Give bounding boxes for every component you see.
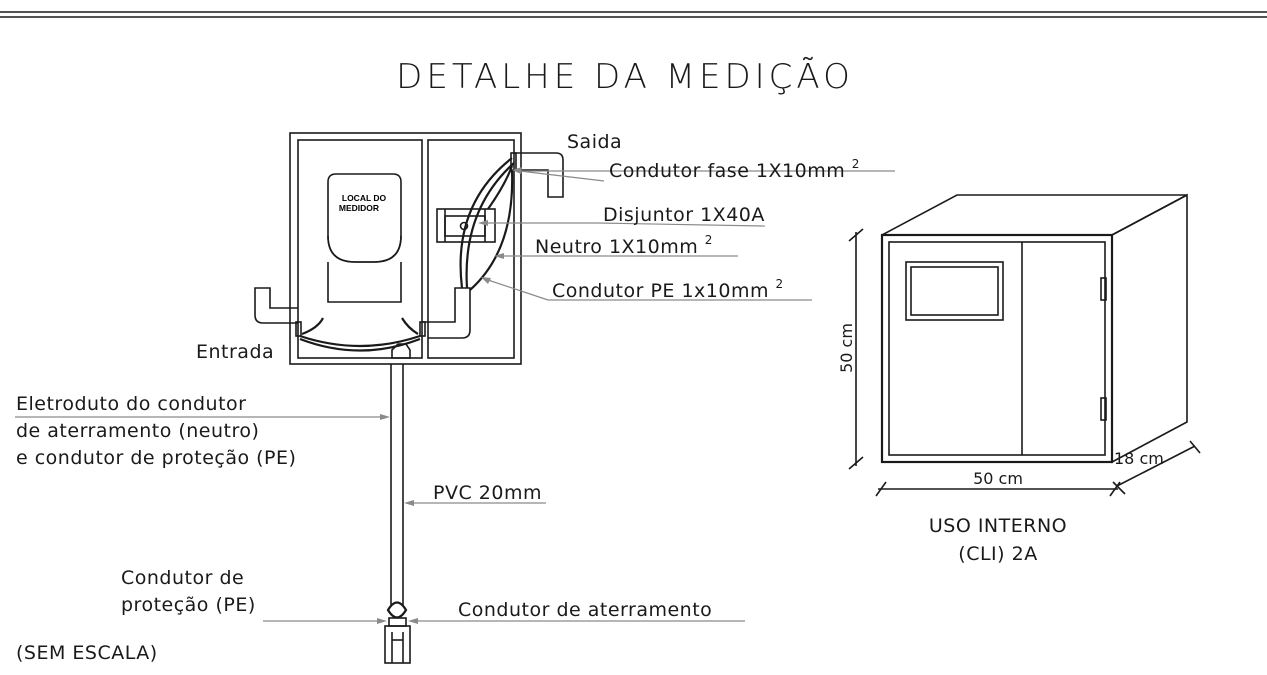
drawing-frame bbox=[0, 11, 1267, 18]
cabinet-depth-label: 18 cm bbox=[1114, 449, 1164, 468]
outlet-conduit bbox=[514, 152, 564, 198]
label-condutor-fase-text: Condutor fase 1X10mm bbox=[609, 160, 845, 182]
label-condutor-pe-text: Condutor PE 1x10mm bbox=[552, 280, 769, 302]
cabinet-drawing bbox=[880, 193, 1188, 464]
label-condutor-fase-sup: 2 bbox=[852, 157, 860, 171]
label-pvc: PVC 20mm bbox=[433, 482, 542, 504]
label-condutor-protecao-line2: proteção (PE) bbox=[121, 594, 256, 616]
label-eletroduto-line1: Eletroduto do condutor bbox=[16, 393, 246, 415]
cabinet-dimensions bbox=[848, 228, 1201, 497]
breaker bbox=[436, 208, 496, 243]
label-sem-escala: (SEM ESCALA) bbox=[16, 642, 158, 664]
drawing-title: DETALHE DA MEDIÇÃO bbox=[396, 57, 854, 97]
cabinet-height-label: 50 cm bbox=[837, 323, 856, 373]
leaders bbox=[15, 167, 895, 624]
label-neutro-text: Neutro 1X10mm bbox=[535, 236, 698, 258]
meter-box: LOCAL DO MEDIDOR bbox=[254, 132, 564, 365]
meter-outline: LOCAL DO MEDIDOR bbox=[327, 173, 402, 303]
pvc-conduit bbox=[390, 364, 404, 606]
label-condutor-protecao-line1: Condutor de bbox=[121, 567, 244, 589]
label-entrada: Entrada bbox=[196, 341, 274, 363]
label-saida: Saida bbox=[567, 131, 622, 153]
label-neutro-sup: 2 bbox=[705, 233, 713, 247]
cabinet-caption-line2: (CLI) 2A bbox=[958, 543, 1037, 565]
ground-rod bbox=[384, 601, 411, 664]
cabinet-caption-line1: USO INTERNO bbox=[929, 515, 1067, 537]
label-neutro: Neutro 1X10mm 2 bbox=[535, 233, 713, 258]
meter-label-line2: MEDIDOR bbox=[339, 203, 379, 213]
meter-label-line1: LOCAL DO bbox=[342, 193, 387, 203]
entry-conduit bbox=[254, 287, 298, 324]
label-condutor-pe: Condutor PE 1x10mm 2 bbox=[552, 277, 784, 302]
label-condutor-fase: Condutor fase 1X10mm 2 bbox=[609, 157, 860, 182]
label-eletroduto-line2: de aterramento (neutro) bbox=[16, 420, 259, 442]
cabinet-width-label: 50 cm bbox=[973, 469, 1023, 488]
label-condutor-pe-sup: 2 bbox=[776, 277, 784, 291]
label-disjuntor: Disjuntor 1X40A bbox=[603, 204, 765, 226]
wires bbox=[299, 157, 515, 352]
label-eletroduto-line3: e condutor de proteção (PE) bbox=[16, 447, 296, 469]
label-condutor-aterramento: Condutor de aterramento bbox=[458, 599, 712, 621]
